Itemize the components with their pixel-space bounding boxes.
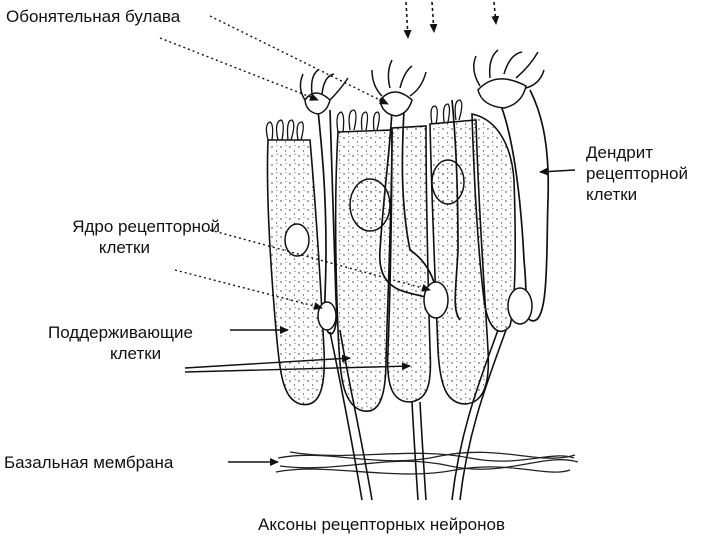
receptor-cell-1 bbox=[317, 109, 338, 335]
supporting-cell-2 bbox=[334, 129, 393, 412]
label-supporting-cells-line1: Поддерживающие bbox=[48, 323, 193, 342]
label-supporting-cells-line2: клетки bbox=[110, 344, 162, 363]
label-receptor-nucleus-line1: Ядро рецепторной bbox=[72, 217, 220, 236]
receptor-axons-lines bbox=[329, 329, 507, 501]
label-basal-membrane: Базальная мембрана bbox=[4, 453, 174, 472]
supporting-cell-3 bbox=[386, 125, 432, 403]
receptor-nuclei bbox=[284, 159, 533, 331]
microvilli bbox=[265, 99, 463, 141]
label-receptor-dendrite: Дендрит рецепторной клетки bbox=[586, 142, 716, 205]
label-pointers bbox=[159, 15, 576, 466]
receptor-cell-4 bbox=[494, 89, 550, 322]
receptor-cell-3 bbox=[451, 99, 461, 321]
label-receptor-dendrite-line2: рецепторной bbox=[586, 164, 688, 183]
label-supporting-cells: Поддерживающие клетки bbox=[48, 322, 248, 364]
label-receptor-axons: Аксоны рецепторных нейронов bbox=[258, 515, 506, 534]
supporting-cell-1 bbox=[266, 139, 326, 406]
stimulus-arrows bbox=[403, 1, 500, 39]
label-receptor-nucleus: Ядро рецепторной клетки bbox=[10, 216, 220, 258]
supporting-cell-5 bbox=[471, 113, 516, 333]
label-receptor-dendrite-line1: Дендрит bbox=[586, 143, 654, 162]
label-receptor-dendrite-line3: клетки bbox=[586, 185, 638, 204]
olfactory-clubs bbox=[299, 49, 545, 117]
label-receptor-nucleus-line2: клетки bbox=[98, 238, 150, 257]
label-olfactory-club: Обонятельная булава bbox=[6, 7, 181, 26]
basal-membrane-lines bbox=[275, 451, 579, 475]
